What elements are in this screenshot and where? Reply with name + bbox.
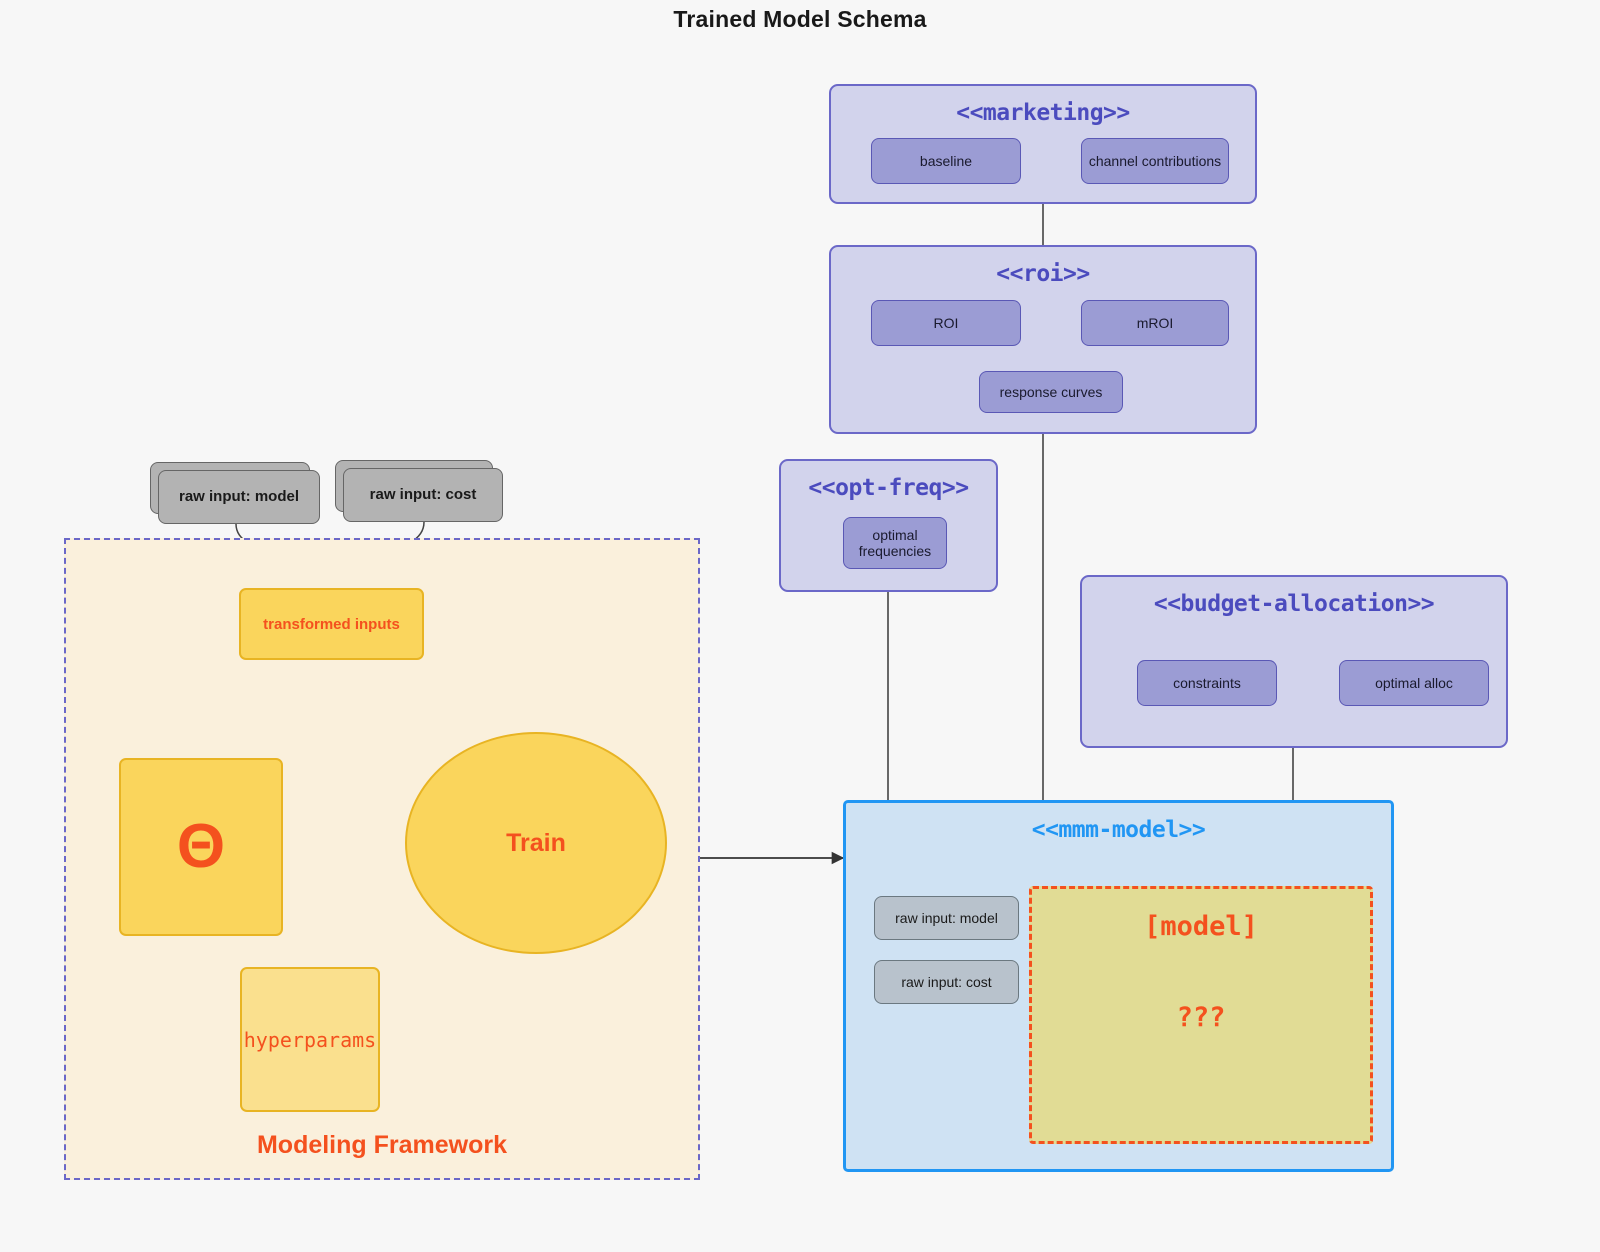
package-roi[interactable]: <<roi>> ROI mROI response curves: [829, 245, 1257, 434]
card-mmm-raw-input-model[interactable]: raw input: model: [866, 888, 1019, 940]
model-placeholder-label: [model]: [1144, 911, 1258, 942]
card-constraints-label: constraints: [1173, 674, 1241, 691]
card-response-curves-label: response curves: [999, 383, 1103, 400]
raw-input-cost-label: raw input: cost: [369, 486, 477, 504]
package-mmm-model-title: <<mmm-model>>: [1031, 817, 1206, 843]
card-roi-label: ROI: [933, 314, 959, 331]
modeling-framework-label: Modeling Framework: [256, 1131, 508, 1159]
transformed-inputs-label: transformed inputs: [263, 615, 400, 633]
package-budget-allocation-title: <<budget-allocation>>: [1153, 591, 1435, 617]
card-optimal-alloc-label: optimal alloc: [1375, 674, 1453, 691]
raw-input-model-label: raw input: model: [179, 488, 299, 506]
hyperparams-label: hyperparams: [243, 1027, 377, 1052]
theta-card[interactable]: Θ: [110, 749, 283, 936]
model-unknown-label: ???: [1176, 1002, 1226, 1033]
theta-label: Θ: [176, 812, 226, 881]
card-mmm-raw-input-model-label: raw input: model: [895, 909, 998, 926]
package-mmm-model[interactable]: <<mmm-model>> raw input: model raw input…: [843, 800, 1394, 1172]
card-mroi[interactable]: mROI: [1073, 292, 1229, 346]
package-roi-title: <<roi>>: [996, 261, 1090, 287]
card-mroi-label: mROI: [1136, 314, 1174, 331]
package-opt-freq[interactable]: <<opt-freq>> optimal frequencies: [779, 459, 998, 592]
card-optimal-alloc[interactable]: optimal alloc: [1331, 652, 1489, 706]
package-marketing[interactable]: <<marketing>> baseline channel contribut…: [829, 84, 1257, 204]
transformed-inputs-card[interactable]: transformed inputs: [230, 579, 424, 660]
train-label: Train: [506, 828, 566, 857]
card-optimal-frequencies[interactable]: optimal frequencies: [835, 509, 947, 569]
card-baseline[interactable]: baseline: [863, 130, 1021, 184]
card-channel-contributions[interactable]: channel contributions: [1073, 130, 1229, 184]
package-marketing-title: <<marketing>>: [956, 100, 1130, 126]
card-response-curves[interactable]: response curves: [971, 363, 1123, 413]
package-opt-freq-title: <<opt-freq>>: [808, 475, 969, 501]
raw-input-model-card[interactable]: raw input: model: [150, 462, 320, 524]
card-baseline-label: baseline: [919, 152, 973, 169]
card-mmm-raw-input-cost-label: raw input: cost: [901, 973, 992, 990]
card-optimal-frequencies-label: optimal frequencies: [858, 526, 932, 559]
card-constraints[interactable]: constraints: [1129, 652, 1277, 706]
hyperparams-card[interactable]: hyperparams: [231, 958, 380, 1112]
card-channel-contributions-label: channel contributions: [1088, 152, 1222, 169]
card-roi[interactable]: ROI: [863, 292, 1021, 346]
package-budget-allocation[interactable]: <<budget-allocation>> constraints optima…: [1080, 575, 1508, 748]
raw-input-cost-card[interactable]: raw input: cost: [335, 460, 503, 522]
model-placeholder-box[interactable]: [model] ???: [1029, 886, 1373, 1144]
page-title: Trained Model Schema: [673, 6, 927, 32]
train-node[interactable]: Train: [405, 732, 667, 954]
card-mmm-raw-input-cost[interactable]: raw input: cost: [866, 952, 1019, 1004]
